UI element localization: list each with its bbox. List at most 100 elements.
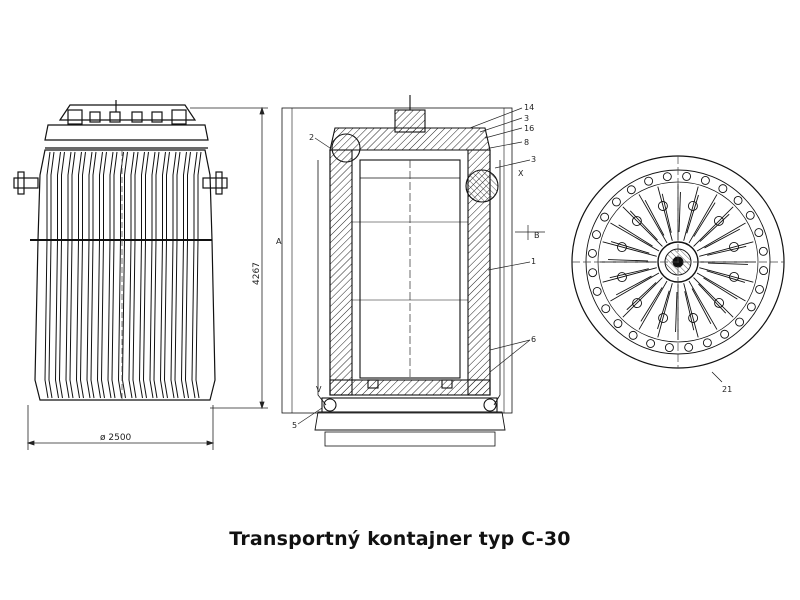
cooling-fin (159, 151, 166, 399)
bolt (592, 286, 602, 296)
mark-b: B (534, 231, 540, 240)
callout-21: 21 (722, 385, 732, 394)
radial-fin (683, 186, 699, 241)
cooling-fin (153, 151, 160, 399)
bolt (702, 338, 712, 348)
cooling-fin (195, 151, 202, 399)
bolt (720, 329, 730, 339)
bolt (746, 302, 756, 312)
bolt (644, 176, 654, 186)
cooling-fin (90, 151, 97, 399)
cooling-fin (121, 151, 128, 399)
bolt (714, 297, 725, 308)
cooling-fin (75, 151, 82, 399)
bolt (658, 313, 669, 324)
height-label: 4267 (252, 262, 262, 285)
radial-fin (698, 283, 727, 314)
radial-fin (609, 268, 649, 279)
callout-5: 5 (292, 421, 297, 430)
cooling-fin (96, 151, 103, 399)
bolt (588, 268, 598, 278)
bolt (631, 216, 642, 227)
bolt (754, 228, 764, 238)
bolt (729, 241, 739, 252)
radial-fin (675, 291, 678, 332)
cooling-fin (100, 151, 107, 399)
radial-fin (683, 283, 699, 338)
radial-fin (638, 194, 668, 244)
cooling-fin (132, 151, 139, 399)
cooling-fin (138, 151, 145, 399)
cooling-fin (180, 151, 187, 399)
cooling-fin (44, 151, 51, 399)
callout-16: 16 (524, 124, 534, 133)
radial-fin (707, 262, 748, 265)
cooling-fin (117, 151, 124, 399)
radial-fin (638, 280, 668, 330)
radial-fin (622, 206, 663, 247)
mark-a: A (276, 237, 282, 246)
bolt (758, 246, 768, 256)
cooling-fin (174, 151, 181, 399)
callout-3b: 3 (531, 155, 536, 164)
bolt (729, 271, 740, 282)
bolt (755, 284, 764, 294)
bolt (600, 212, 610, 222)
radial-fin (693, 277, 734, 318)
bolt (733, 196, 743, 205)
bolt (745, 210, 755, 220)
diameter-label: ø 2500 (100, 433, 132, 443)
radial-fin (602, 241, 657, 257)
bolt (592, 230, 601, 240)
callout-2: 2 (309, 133, 314, 142)
top-plan-view (571, 155, 785, 383)
radial-fin (704, 228, 741, 249)
bolt (613, 319, 623, 328)
radial-fin (693, 206, 734, 247)
callout-3a: 3 (524, 114, 529, 123)
callout-14: 14 (524, 103, 534, 112)
radial-fin (640, 287, 663, 322)
radial-fin (699, 241, 754, 257)
radial-fin (622, 277, 663, 318)
radial-fin (706, 270, 746, 283)
cooling-fin (107, 151, 114, 399)
bolt (612, 197, 621, 207)
radial-fin (696, 222, 746, 252)
sectional-view (281, 95, 513, 447)
bolt (687, 200, 698, 211)
radial-fin (602, 267, 657, 283)
figure-caption: Transportný kontajner typ C-30 (229, 528, 571, 550)
radial-fin (661, 193, 672, 233)
cooling-fin (111, 151, 118, 399)
cooling-fin (184, 151, 191, 399)
radial-fin (696, 272, 746, 302)
bolt (587, 248, 597, 258)
radial-fin (615, 275, 652, 296)
radial-fin (610, 222, 660, 252)
cooling-fin (163, 151, 170, 399)
bolt (759, 266, 769, 276)
mark-v: V (316, 385, 322, 394)
bolt (718, 184, 728, 194)
cooling-fin (191, 151, 198, 399)
cooling-fin (86, 151, 93, 399)
technical-drawing: ø 2500 4267 (13, 95, 785, 450)
cooling-fin (79, 151, 86, 399)
cooling-fin (58, 151, 65, 399)
radial-fin (678, 192, 681, 233)
bolt (616, 242, 627, 253)
cooling-fin (65, 151, 72, 399)
radial-fin (618, 224, 653, 247)
callout-8: 8 (524, 138, 529, 147)
mark-x: X (518, 169, 524, 178)
bolt (684, 342, 694, 352)
bolt (664, 343, 674, 353)
cooling-fin (128, 151, 135, 399)
radial-fin (688, 194, 718, 244)
radial-fin (657, 290, 670, 330)
cooling-fin (69, 151, 76, 399)
bolt (688, 313, 699, 323)
callout-1: 1 (531, 257, 536, 266)
radial-fin (684, 291, 695, 331)
